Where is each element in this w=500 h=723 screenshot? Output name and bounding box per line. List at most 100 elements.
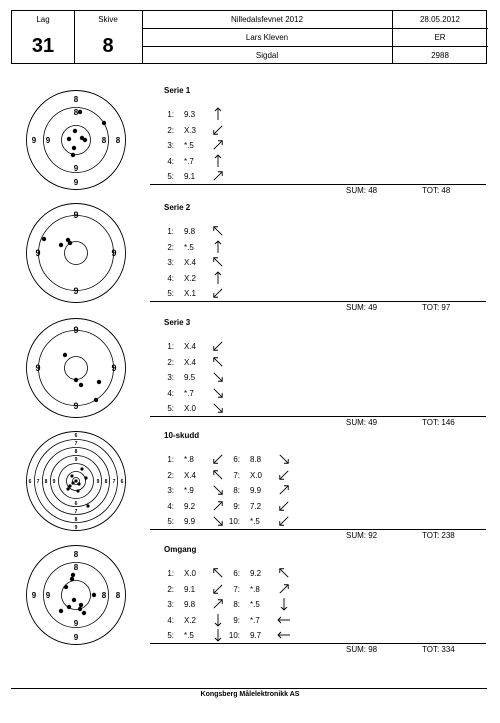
shot-hole — [58, 242, 64, 248]
target-ring-label: 9 — [111, 363, 116, 373]
direction-arrow-icon — [277, 631, 290, 639]
shot-number: 2: — [167, 125, 174, 135]
shot-hole — [101, 120, 107, 126]
shot-number: 3: — [167, 486, 174, 495]
shot-number: 3: — [167, 600, 174, 609]
shot-number: 1: — [167, 455, 174, 464]
shot-value: X.0 — [184, 569, 197, 578]
series-title: Omgang — [164, 545, 197, 554]
direction-arrow-icon — [214, 629, 222, 642]
skive-label: Skive — [98, 15, 118, 24]
score-code: 2988 — [431, 51, 449, 60]
shot-hole — [73, 377, 79, 383]
direction-arrow-icon — [214, 270, 222, 284]
shot-value: X.0 — [184, 404, 197, 413]
sum-divider — [150, 529, 486, 530]
shot-hole — [93, 397, 99, 403]
target-ring-label: 9 — [74, 619, 79, 628]
shot-number: 10: — [228, 517, 240, 526]
series-title: Serie 1 — [164, 86, 191, 95]
shot-value: 9.2 — [184, 501, 196, 511]
shooter-class: ER — [434, 33, 446, 42]
direction-arrow-icon — [280, 598, 288, 611]
direction-arrow-icon — [213, 356, 223, 367]
target-ring-label: 8 — [102, 136, 107, 145]
target-ring — [38, 330, 114, 406]
target-ring-label: 7 — [113, 479, 116, 485]
shot-hole — [82, 137, 88, 143]
shot-hole — [77, 482, 81, 486]
shot-hole — [78, 382, 84, 388]
direction-arrow-icon — [213, 454, 223, 464]
skive-value: 8 — [102, 35, 114, 57]
footer-divider — [11, 688, 487, 689]
shot-hole — [41, 236, 47, 242]
shot-number: 1: — [167, 342, 174, 351]
series-sum: SUM: 49 — [346, 303, 378, 312]
direction-arrow-icon — [214, 239, 222, 253]
direction-arrow-icon — [213, 288, 223, 298]
direction-arrow-icon — [213, 124, 223, 135]
direction-arrow-icon — [213, 568, 223, 578]
target-ring — [26, 203, 126, 303]
shot-hole — [77, 109, 83, 115]
target-ring — [26, 545, 126, 645]
shot-number: 4: — [167, 156, 174, 166]
target-ring — [26, 431, 126, 531]
shot-number: 6: — [233, 569, 240, 578]
shot-number: 2: — [167, 242, 174, 252]
target-ring — [58, 463, 94, 499]
target-ring — [61, 580, 91, 610]
shot-value: *.5 — [184, 242, 194, 252]
shot-hole — [71, 145, 77, 151]
shot-number: 5: — [167, 631, 174, 640]
shot-hole — [58, 608, 64, 614]
target-ring-label: 9 — [46, 136, 51, 145]
series-total: TOT: 238 — [422, 531, 455, 540]
divider — [142, 28, 488, 29]
direction-arrow-icon — [279, 516, 289, 526]
shot-hole — [63, 584, 69, 590]
lag-value: 31 — [31, 35, 55, 57]
shot-value: 7.2 — [250, 501, 262, 511]
shot-hole — [86, 504, 90, 508]
shot-value: X.2 — [184, 615, 197, 625]
shot-value: *.5 — [250, 600, 260, 609]
shot-number: 5: — [167, 289, 174, 298]
shot-hole — [71, 481, 75, 485]
shot-number: 7: — [233, 470, 240, 480]
target-ring — [64, 356, 88, 380]
shot-number: 4: — [167, 501, 174, 511]
shot-value: *.7 — [184, 156, 194, 166]
target-ring-label: 8 — [116, 591, 121, 600]
target-ring-label: 7 — [75, 509, 78, 515]
target-ring-label: 9 — [73, 286, 78, 296]
series-total: TOT: 48 — [422, 186, 451, 195]
direction-arrow-icon — [279, 568, 289, 578]
shot-number: 2: — [167, 584, 174, 594]
sum-divider — [150, 643, 486, 644]
direction-arrow-icon — [213, 599, 223, 609]
shot-hole — [76, 489, 80, 493]
direction-arrow-icon — [213, 372, 223, 382]
shot-hole — [91, 592, 97, 598]
shot-hole — [84, 476, 88, 480]
target-ring-label: 7 — [75, 441, 78, 447]
shot-number: 2: — [167, 357, 174, 367]
shot-value: 9.5 — [184, 373, 196, 382]
target-ring-label: 9 — [74, 178, 79, 187]
event-date: 28.05.2012 — [419, 15, 461, 24]
series-total: TOT: 97 — [422, 303, 451, 312]
shot-value: 9.1 — [184, 584, 196, 594]
header-table: Lag 31 Skive 8 Nilledalsfevnet 2012 28.0… — [11, 10, 488, 64]
target-ring-label: 6 — [121, 479, 124, 485]
direction-arrow-icon — [214, 153, 222, 167]
shot-value: X.4 — [184, 357, 197, 367]
shot-hole — [70, 474, 74, 478]
shot-number: 5: — [167, 172, 174, 181]
target-ring — [50, 455, 102, 507]
target-ring-label: 9 — [35, 363, 40, 373]
